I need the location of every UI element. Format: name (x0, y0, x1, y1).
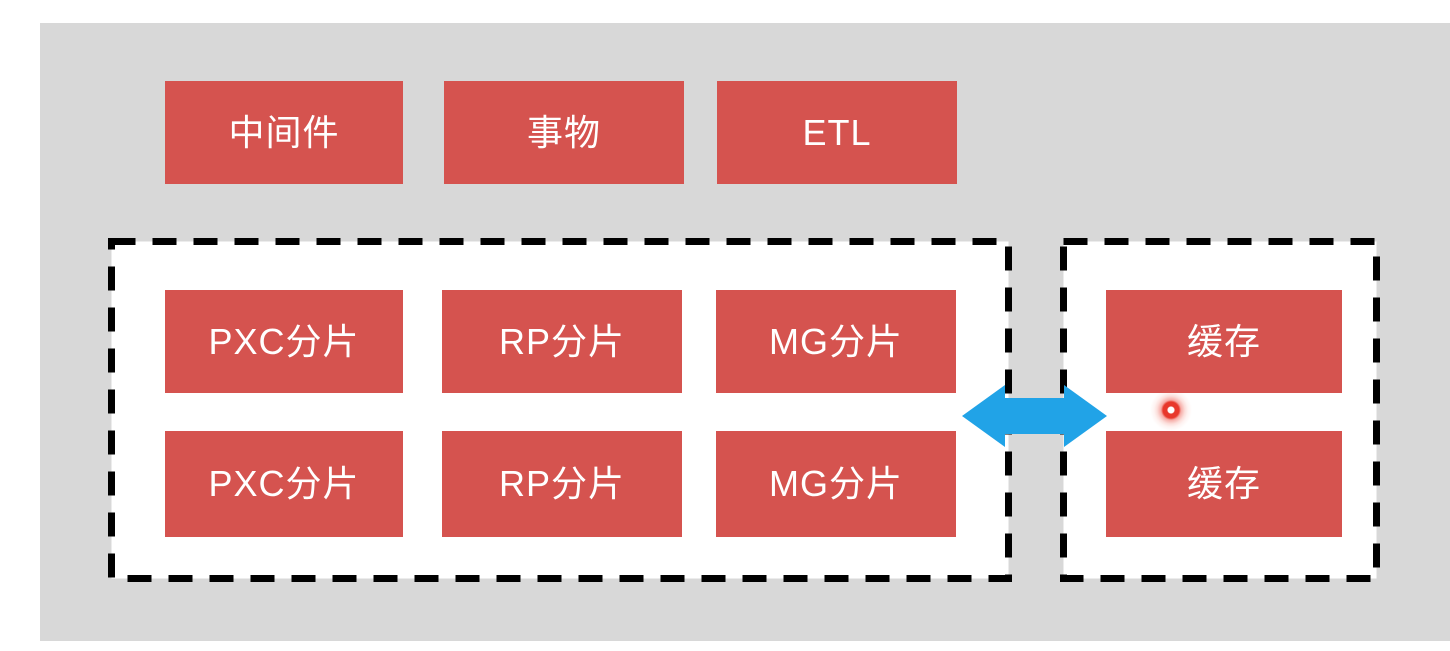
double-arrow-icon (962, 385, 1107, 447)
click-indicator-icon (1149, 388, 1193, 432)
node-etl: ETL (717, 81, 957, 184)
node-rp-shard-2: RP分片 (442, 431, 682, 537)
node-mg-shard-2: MG分片 (716, 431, 956, 537)
node-middleware: 中间件 (165, 81, 403, 184)
node-mg-shard-1: MG分片 (716, 290, 956, 393)
node-cache-1: 缓存 (1106, 290, 1342, 393)
node-pxc-shard-1: PXC分片 (165, 290, 403, 393)
node-pxc-shard-2: PXC分片 (165, 431, 403, 537)
node-cache-2: 缓存 (1106, 431, 1342, 537)
node-rp-shard-1: RP分片 (442, 290, 682, 393)
node-transaction: 事物 (444, 81, 684, 184)
